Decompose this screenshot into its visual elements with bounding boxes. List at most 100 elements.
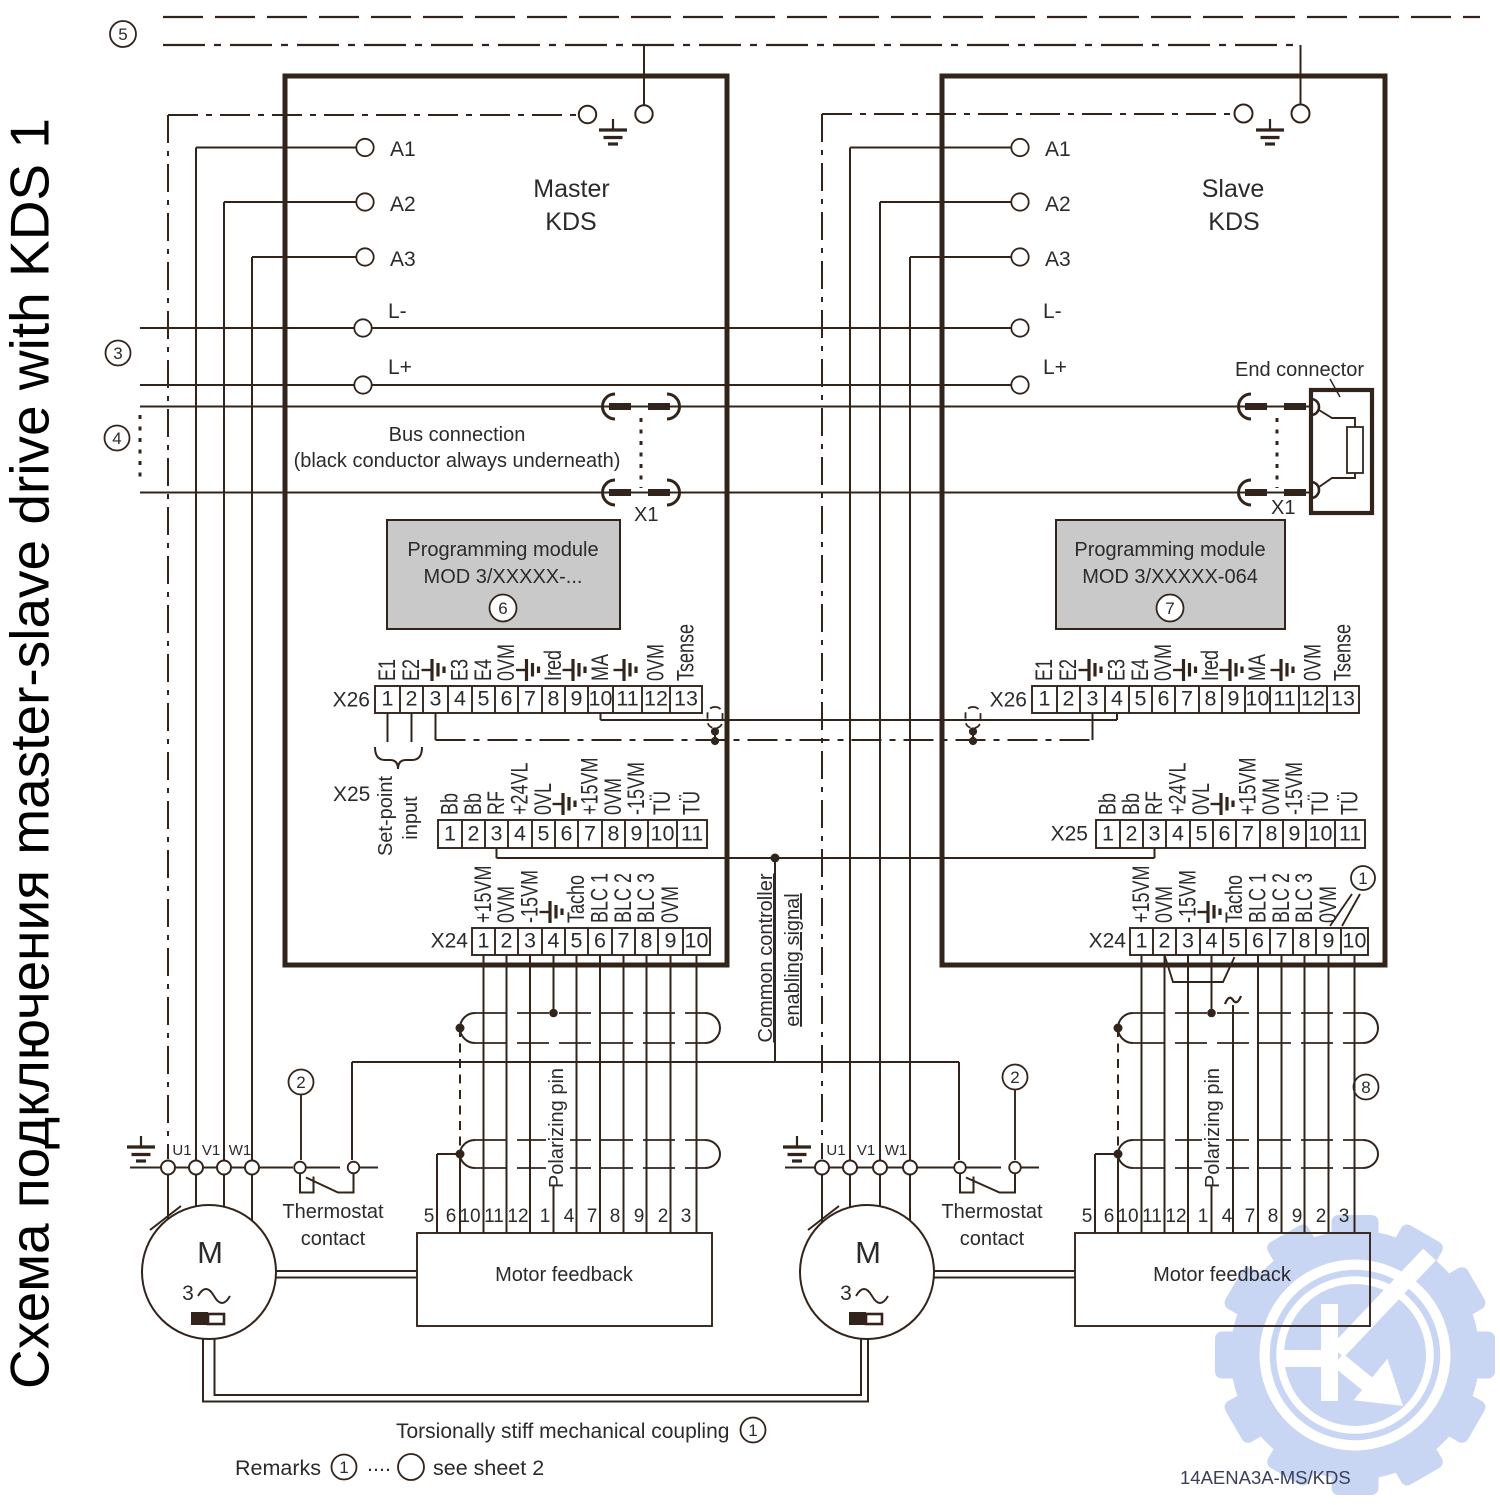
svg-text:E3: E3 [1104, 659, 1130, 681]
svg-text:-15VM: -15VM [1175, 870, 1201, 923]
svg-text:9: 9 [665, 929, 677, 953]
svg-text:contact: contact [301, 1228, 366, 1250]
svg-text:U1: U1 [826, 1142, 845, 1159]
svg-text:5: 5 [118, 25, 127, 44]
svg-text:5: 5 [478, 687, 490, 711]
svg-text:8: 8 [608, 822, 620, 846]
svg-text:0VM: 0VM [494, 886, 520, 923]
svg-text:8: 8 [1299, 929, 1311, 953]
svg-text:W1: W1 [885, 1142, 908, 1159]
svg-text:6: 6 [1219, 822, 1231, 846]
svg-text:Common controller: Common controller [755, 873, 777, 1042]
svg-text:Thermostat: Thermostat [282, 1201, 384, 1223]
svg-text:Polarizing pin: Polarizing pin [546, 1068, 568, 1188]
svg-text:1: 1 [382, 687, 394, 711]
svg-text:+15VM: +15VM [1235, 757, 1261, 815]
svg-text:8: 8 [641, 929, 653, 953]
svg-text:1: 1 [1039, 687, 1051, 711]
svg-text:Ired: Ired [541, 650, 567, 681]
svg-text:10: 10 [1246, 687, 1270, 711]
svg-text:-15VM: -15VM [1282, 762, 1308, 815]
svg-text:Master: Master [533, 175, 609, 203]
svg-text:E3: E3 [447, 659, 473, 681]
svg-text:6: 6 [594, 929, 606, 953]
svg-text:TÜ: TÜ [678, 791, 705, 815]
svg-text:11: 11 [1273, 687, 1295, 711]
svg-text:2: 2 [296, 1073, 305, 1092]
svg-text:6: 6 [1158, 687, 1170, 711]
svg-text:5: 5 [1229, 929, 1241, 953]
svg-text:A3: A3 [390, 248, 416, 271]
svg-text:+24VL: +24VL [1165, 762, 1191, 815]
svg-text:10: 10 [589, 687, 613, 711]
svg-text:(black conductor always undern: (black conductor always underneath) [294, 450, 621, 472]
svg-text:Bb: Bb [1095, 793, 1121, 815]
svg-text:MOD 3/XXXXX-...: MOD 3/XXXXX-... [424, 566, 583, 588]
svg-text:2: 2 [1316, 1206, 1327, 1227]
svg-text:5: 5 [1135, 687, 1147, 711]
svg-text:Bb: Bb [461, 793, 487, 815]
svg-text:Polarizing pin: Polarizing pin [1202, 1068, 1224, 1188]
svg-text:X24: X24 [1089, 930, 1127, 953]
svg-text:0VM: 0VM [601, 778, 627, 815]
svg-text:11: 11 [484, 1206, 504, 1227]
svg-text:see sheet 2: see sheet 2 [433, 1456, 544, 1480]
svg-text:11: 11 [616, 687, 638, 711]
svg-text:0VM: 0VM [494, 644, 520, 681]
svg-text:L+: L+ [1043, 356, 1067, 379]
svg-text:W1: W1 [229, 1142, 252, 1159]
svg-text:+15VM: +15VM [577, 757, 603, 815]
svg-text:A2: A2 [390, 193, 416, 216]
svg-text:L-: L- [388, 300, 407, 323]
svg-text:6: 6 [446, 1206, 457, 1227]
svg-text:E4: E4 [471, 659, 497, 681]
svg-text:8: 8 [1268, 1206, 1279, 1227]
svg-text:V1: V1 [202, 1142, 220, 1159]
svg-text:7: 7 [1276, 929, 1288, 953]
svg-text:4: 4 [112, 429, 121, 448]
svg-text:BLC 2: BLC 2 [611, 873, 637, 923]
svg-text:5: 5 [571, 929, 583, 953]
svg-text:3: 3 [1182, 929, 1194, 953]
svg-text:0VL: 0VL [1189, 783, 1215, 815]
svg-text:RF: RF [484, 791, 510, 815]
svg-text:End connector: End connector [1235, 359, 1364, 381]
svg-text:4: 4 [514, 822, 526, 846]
svg-text:12: 12 [644, 687, 668, 711]
svg-text:Bb: Bb [1119, 793, 1145, 815]
svg-text:8: 8 [610, 1206, 621, 1227]
svg-text:MA: MA [588, 653, 614, 681]
svg-text:RF: RF [1142, 791, 1168, 815]
svg-text:3: 3 [113, 344, 122, 363]
svg-text:X26: X26 [333, 689, 370, 712]
svg-text:1: 1 [1198, 1206, 1209, 1227]
svg-text:3: 3 [840, 1282, 852, 1305]
svg-text:7: 7 [524, 687, 536, 711]
svg-text:Tacho: Tacho [564, 875, 590, 923]
svg-text:5: 5 [1196, 822, 1208, 846]
svg-text:4: 4 [548, 929, 560, 953]
svg-text:KDS: KDS [545, 208, 596, 236]
svg-text:input: input [400, 796, 422, 840]
svg-text:Motor feedback: Motor feedback [495, 1264, 634, 1286]
svg-text:+15VM: +15VM [1129, 865, 1155, 923]
svg-text:4: 4 [564, 1206, 575, 1227]
svg-text:2: 2 [1126, 822, 1138, 846]
svg-text:V1: V1 [857, 1142, 875, 1159]
svg-text:1: 1 [444, 822, 456, 846]
svg-text:1: 1 [478, 929, 490, 953]
svg-text:1: 1 [540, 1206, 551, 1227]
svg-text:6: 6 [1104, 1206, 1115, 1227]
svg-text:-15VM: -15VM [624, 762, 650, 815]
svg-text:TÜ: TÜ [649, 791, 676, 815]
svg-text:M: M [197, 1235, 223, 1270]
svg-text:0VM: 0VM [658, 886, 684, 923]
svg-text:4: 4 [1206, 929, 1218, 953]
svg-text:3: 3 [1339, 1206, 1350, 1227]
svg-text:8: 8 [1266, 822, 1278, 846]
svg-text:0VM: 0VM [1316, 886, 1342, 923]
svg-text:10: 10 [459, 1206, 480, 1227]
svg-text:enabling signal: enabling signal [782, 893, 804, 1026]
svg-text:E2: E2 [1056, 659, 1082, 681]
svg-text:9: 9 [571, 687, 583, 711]
